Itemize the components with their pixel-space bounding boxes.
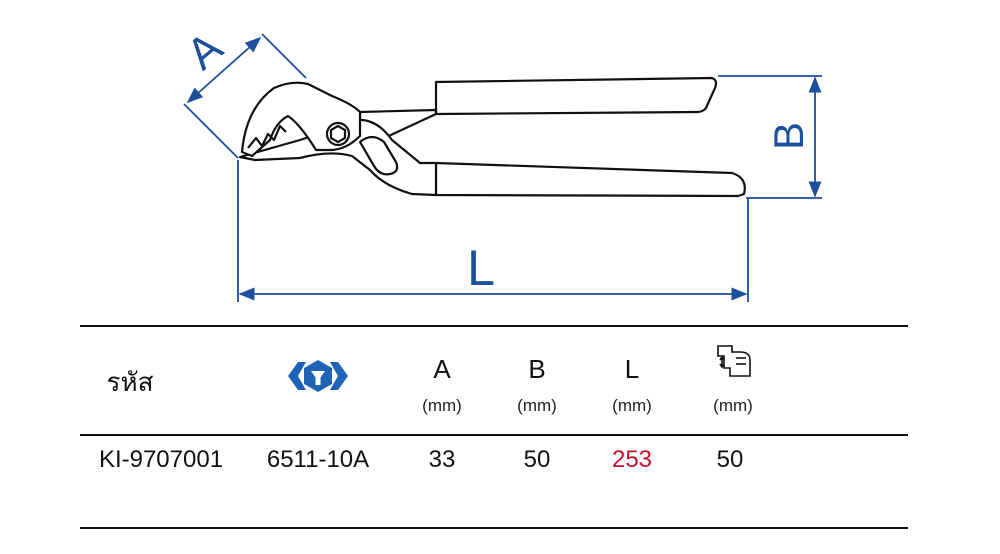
dimension-b <box>718 75 822 199</box>
header-b-unit: (mm) <box>517 396 557 415</box>
pliers-dimension-diagram: A B L <box>178 22 822 302</box>
header-b: B <box>528 354 546 384</box>
table-top-rule <box>80 325 908 327</box>
dimension-a <box>183 33 307 159</box>
dimension-a-arrow <box>186 36 262 104</box>
dimension-l-label: L <box>467 240 495 296</box>
header-a-unit: (mm) <box>422 396 462 415</box>
cell-a: 33 <box>428 446 456 473</box>
pivot-hex <box>329 124 347 144</box>
dimension-a-extension-top <box>261 33 307 79</box>
upper-handle-grip <box>434 76 718 116</box>
table-header-rule <box>80 434 908 436</box>
cell-l: 253 <box>611 446 653 473</box>
header-code: รหัส <box>106 367 154 397</box>
adjustment-slot <box>358 135 399 176</box>
dimension-a-extension-bottom <box>183 103 239 159</box>
dimension-l <box>237 160 749 302</box>
header-a: A <box>433 354 451 384</box>
header-l: L <box>624 354 640 384</box>
jaw-capacity-icon <box>716 344 752 378</box>
cell-b: 50 <box>523 446 551 473</box>
cell-capacity: 50 <box>716 446 744 473</box>
pliers-drawing <box>238 76 746 198</box>
cell-model: 6511-10A <box>266 446 370 473</box>
table-bottom-rule <box>80 527 908 529</box>
header-capacity-unit: (mm) <box>713 396 753 415</box>
cell-code: KI-9707001 <box>98 446 224 473</box>
dimension-b-label: B <box>765 122 812 150</box>
wrench-socket-logo-icon <box>288 358 348 394</box>
lower-handle-grip <box>434 161 746 198</box>
jaw-teeth <box>247 124 287 149</box>
header-l-unit: (mm) <box>612 396 652 415</box>
